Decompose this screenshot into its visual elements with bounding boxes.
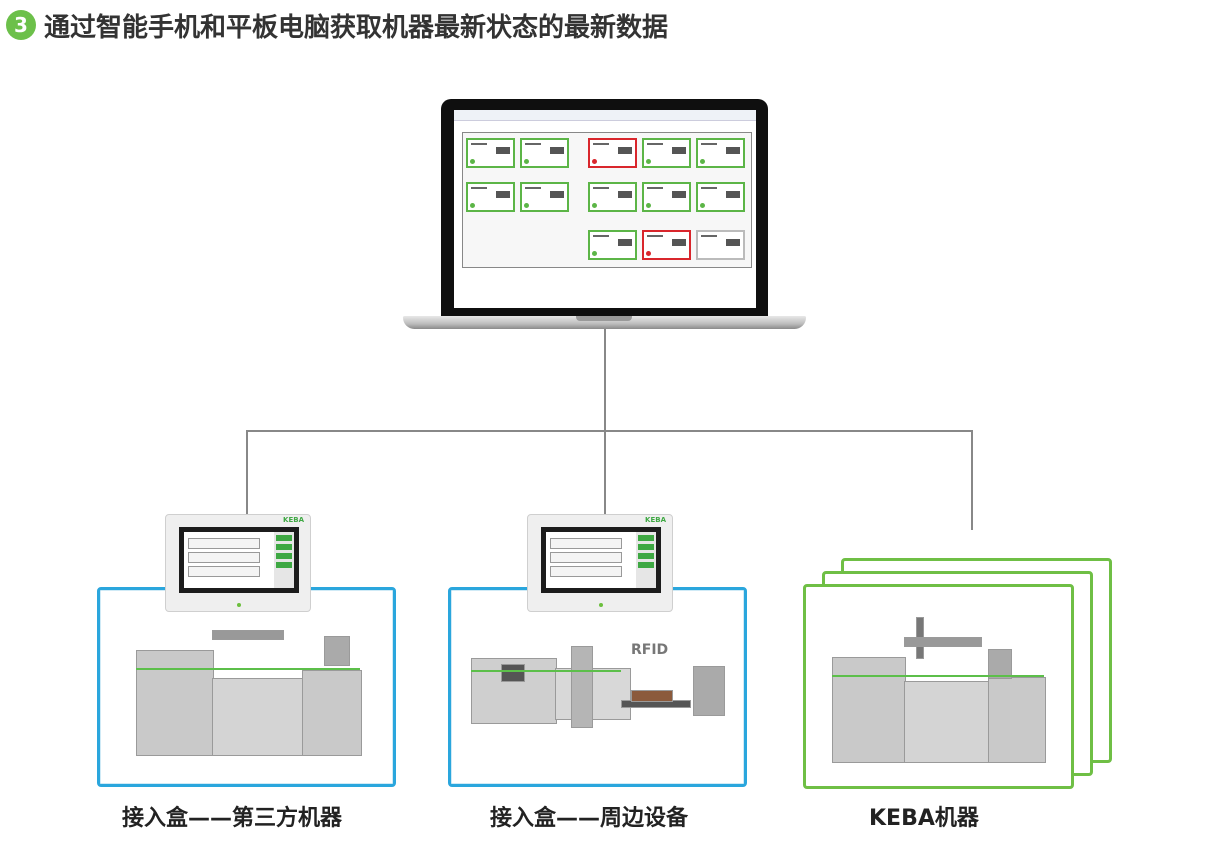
hmi-screen — [541, 527, 661, 593]
connector-laptop-down — [604, 329, 606, 432]
step-number-badge: 3 — [6, 10, 36, 40]
machine-status-card — [696, 182, 745, 212]
connector-right — [971, 430, 973, 530]
machine-status-card — [520, 182, 569, 212]
laptop-base — [403, 316, 806, 329]
node-peripheral-equipment: RFID — [448, 587, 747, 787]
rfid-label: RFID — [631, 642, 669, 658]
keba-logo: KEBA — [283, 516, 304, 524]
hmi-screen — [179, 527, 299, 593]
status-led — [237, 603, 241, 607]
connector-horizontal — [246, 430, 972, 432]
machine-status-card-alarm — [642, 230, 691, 260]
laptop-notch — [576, 316, 632, 321]
connector-middle — [604, 430, 606, 514]
machine-status-card — [466, 182, 515, 212]
machine-status-card — [588, 230, 637, 260]
injection-molding-machine-illustration — [136, 630, 366, 770]
connector-left — [246, 430, 248, 514]
caption-third-party: 接入盒——第三方机器 — [122, 806, 343, 831]
machine-status-card — [588, 182, 637, 212]
machine-status-card-alarm — [588, 138, 637, 168]
access-box-terminal: KEBA — [165, 514, 311, 612]
access-box-terminal: KEBA — [527, 514, 673, 612]
machine-status-card — [642, 182, 691, 212]
machine-status-card — [696, 230, 745, 260]
peripheral-equipment-illustration — [471, 638, 731, 768]
keba-logo: KEBA — [645, 516, 666, 524]
injection-molding-machine-illustration — [832, 617, 1052, 767]
node-third-party-machine — [97, 587, 396, 787]
caption-peripheral: 接入盒——周边设备 — [490, 806, 689, 831]
machine-status-card — [696, 138, 745, 168]
mini-toolbar — [454, 110, 756, 121]
machine-status-card — [520, 138, 569, 168]
status-led — [599, 603, 603, 607]
caption-keba-machine: KEBA机器 — [869, 806, 979, 831]
machine-status-card — [466, 138, 515, 168]
machine-status-card — [642, 138, 691, 168]
laptop-screen — [454, 110, 756, 308]
page-title: 通过智能手机和平板电脑获取机器最新状态的最新数据 — [44, 13, 669, 43]
node-keba-machine — [803, 584, 1074, 789]
